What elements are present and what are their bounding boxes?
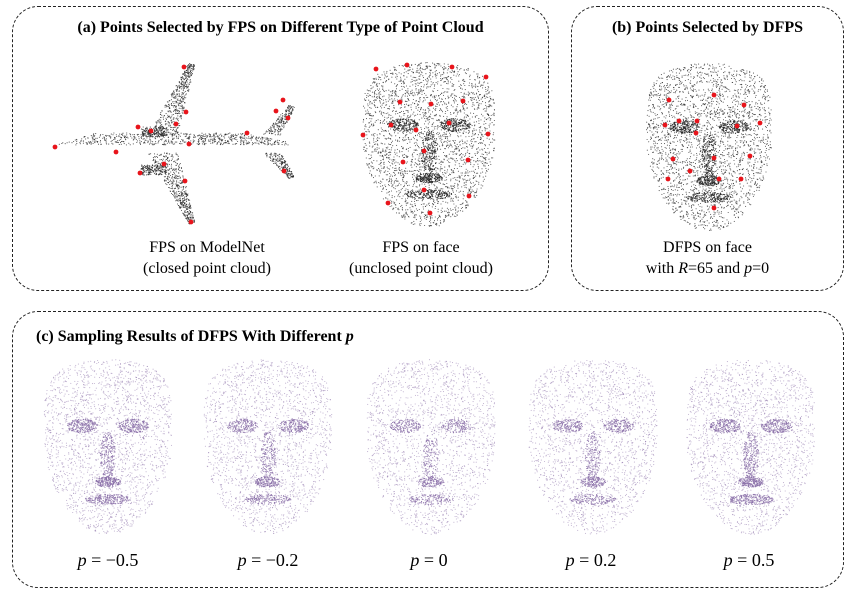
caption-modelnet-line2: (closed point cloud) (97, 258, 317, 279)
sample-var: p (78, 550, 87, 570)
sample-caption-1: p = −0.2 (198, 550, 338, 571)
sample-value: −0.5 (106, 550, 139, 570)
caption-face-fps-line1: FPS on face (311, 237, 531, 258)
caption-face-fps-line2: (unclosed point cloud) (311, 258, 531, 279)
sample-eq: = (733, 550, 752, 570)
sample-var: p (410, 550, 419, 570)
sample-caption-2: p = 0 (359, 550, 499, 571)
caption-dfps-var-r: R (678, 260, 688, 277)
panel-c-title-var: p (346, 328, 354, 345)
face-point-cloud-icon (646, 63, 772, 231)
caption-modelnet-line1: FPS on ModelNet (97, 237, 317, 258)
panel-b-dfps: (b) Points Selected by DFPS DFPS on face… (571, 6, 844, 291)
sample-eq: = (87, 550, 106, 570)
sample-eq: = (247, 550, 266, 570)
sample-value: 0.2 (594, 550, 617, 570)
caption-dfps: DFPS on face with R=65 and p=0 (572, 237, 843, 279)
panel-c-title: (c) Sampling Results of DFPS With Differ… (36, 328, 354, 346)
sample-var: p (724, 550, 733, 570)
face-point-cloud-icon (360, 62, 496, 227)
panel-c-sampling: (c) Sampling Results of DFPS With Differ… (12, 311, 844, 588)
sample-caption-4: p = 0.5 (679, 550, 819, 571)
caption-modelnet: FPS on ModelNet (closed point cloud) (97, 237, 317, 279)
panel-a-fps: (a) Points Selected by FPS on Different … (12, 6, 549, 291)
caption-face-fps: FPS on face (unclosed point cloud) (311, 237, 531, 279)
sample-value: −0.2 (266, 550, 299, 570)
sample-caption-3: p = 0.2 (521, 550, 661, 571)
panel-c-title-text: (c) Sampling Results of DFPS With Differ… (36, 328, 346, 345)
panel-b-title: (b) Points Selected by DFPS (572, 19, 843, 37)
face-samples-icon (43, 359, 815, 535)
panel-a-title: (a) Points Selected by FPS on Different … (13, 19, 548, 37)
caption-dfps-prefix: with (646, 260, 678, 277)
sample-value: 0.5 (752, 550, 775, 570)
sample-eq: = (419, 550, 438, 570)
sample-var: p (566, 550, 575, 570)
caption-dfps-mid: =65 and (688, 260, 744, 277)
sample-value: 0 (439, 550, 448, 570)
caption-dfps-line2: with R=65 and p=0 (572, 258, 843, 279)
caption-dfps-suffix: =0 (752, 260, 769, 277)
airplane-point-cloud-icon (52, 63, 295, 225)
sample-var: p (238, 550, 247, 570)
caption-dfps-line1: DFPS on face (572, 237, 843, 258)
sample-eq: = (575, 550, 594, 570)
caption-dfps-var-p: p (744, 260, 752, 277)
sample-caption-0: p = −0.5 (38, 550, 178, 571)
